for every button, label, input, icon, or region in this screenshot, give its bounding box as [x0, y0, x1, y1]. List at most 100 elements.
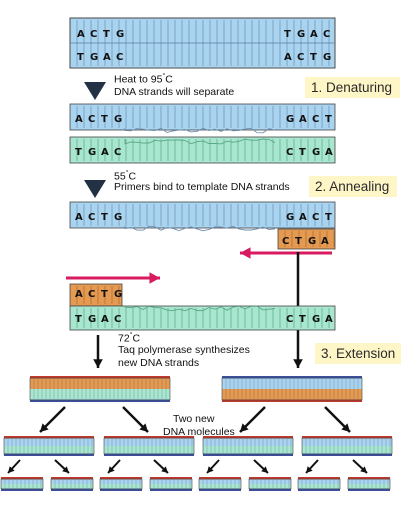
product-outline	[0, 478, 44, 490]
arrow-head	[161, 466, 168, 473]
third-cycle-molecule-1	[0, 477, 44, 491]
base-T: T	[75, 314, 82, 325]
product-top-cap	[222, 376, 362, 379]
anneal-temperature-note: 55°C	[114, 168, 136, 183]
third-cycle-molecule-8	[347, 477, 391, 491]
base-T: T	[299, 314, 306, 325]
degree-symbol: °	[125, 170, 129, 177]
product-top-cap	[203, 436, 293, 439]
base-A: A	[101, 314, 109, 325]
product-bottom-half	[222, 389, 362, 400]
primers-note: Primers bind to template DNA strands	[114, 181, 290, 193]
product-outline	[202, 437, 294, 455]
small-split-arrow-4	[153, 459, 169, 474]
product-top-cap	[150, 477, 192, 480]
two-new-molecules-line1: Two new	[173, 413, 215, 425]
extension-arrow-left	[93, 335, 103, 368]
product-outline	[301, 437, 393, 455]
product-bottom-cap	[51, 488, 93, 491]
product-bottom-cap	[302, 453, 392, 456]
base-A: A	[75, 114, 83, 125]
base-C: C	[88, 114, 95, 125]
extension-temperature-note: 72°C	[118, 330, 140, 345]
product-bottom-cap	[104, 453, 194, 456]
small-split-arrow-6	[253, 459, 269, 474]
base-C: C	[88, 212, 95, 223]
base-T: T	[299, 147, 306, 158]
third-cycle-molecule-6	[248, 477, 292, 491]
base-A: A	[325, 314, 333, 325]
product-bottom-half	[100, 484, 142, 489]
product-bottom-cap	[348, 488, 390, 491]
base-G: G	[286, 212, 294, 223]
arrow-head	[8, 466, 15, 473]
product-top-half	[150, 479, 192, 484]
ext-temp-unit: C	[132, 332, 141, 345]
base-A: A	[101, 147, 109, 158]
top-strand-rungs	[76, 106, 330, 128]
primer-left-rungs	[76, 286, 120, 304]
product-bottom-half	[249, 484, 291, 489]
product-top-half	[203, 438, 293, 446]
product-top-half	[51, 479, 93, 484]
product-top-cap	[104, 436, 194, 439]
product-outline	[3, 437, 95, 455]
product-outline	[198, 478, 242, 490]
primer-rungs	[284, 231, 335, 247]
step-denaturing-label: 1. Denaturing	[305, 77, 401, 98]
base-C: C	[297, 52, 304, 63]
template-bottom-rungs	[76, 308, 330, 328]
second-cycle-molecule-2	[103, 436, 195, 456]
base-G: G	[286, 114, 294, 125]
taq-note-line1: Taq polymerase synthesizes	[118, 344, 250, 356]
base-C: C	[114, 314, 121, 325]
bottom-strand-ragged-edge	[124, 138, 276, 145]
base-T: T	[101, 114, 108, 125]
product-top-half	[199, 479, 241, 484]
product-top-half	[249, 479, 291, 484]
product-top-cap	[100, 477, 142, 480]
base-C: C	[282, 236, 289, 247]
anneal-temp-value: 55	[114, 170, 126, 183]
base-T: T	[77, 52, 84, 63]
base-A: A	[284, 52, 292, 63]
two-new-molecules-line2: DNA molecules	[163, 426, 235, 438]
base-G: G	[114, 114, 122, 125]
product-bottom-cap	[4, 453, 94, 456]
product-molecule-right	[221, 376, 363, 402]
degree-symbol: °	[162, 73, 166, 80]
product-top-half	[1, 479, 43, 484]
anneal-arrow-icon	[84, 180, 106, 198]
base-A: A	[75, 212, 83, 223]
base-A: A	[299, 114, 307, 125]
third-cycle-molecule-4	[149, 477, 193, 491]
product-bottom-half	[298, 484, 340, 489]
product-top-cap	[249, 477, 291, 480]
arrow-head	[341, 423, 350, 432]
arrow-head	[108, 466, 115, 473]
third-cycle-molecule-3	[99, 477, 143, 491]
third-cycle-molecule-5	[198, 477, 242, 491]
split-arrow-4	[324, 406, 351, 433]
small-split-arrow-8	[352, 459, 368, 474]
top-strand-ragged-edge	[124, 127, 276, 134]
arrow-head	[93, 359, 103, 368]
product-top-half	[298, 479, 340, 484]
base-G: G	[312, 147, 320, 158]
base-A: A	[103, 52, 111, 63]
arrow-head	[240, 423, 249, 432]
arrow-head	[207, 466, 214, 473]
template-top-strand	[69, 201, 336, 229]
product-top-cap	[298, 477, 340, 480]
product-top-cap	[51, 477, 93, 480]
denature-arrow-icon	[84, 82, 106, 100]
second-cycle-molecule-3	[202, 436, 294, 456]
heat-temperature-note: Heat to 95°C	[114, 71, 173, 86]
base-G: G	[114, 212, 122, 223]
product-bottom-cap	[249, 488, 291, 491]
